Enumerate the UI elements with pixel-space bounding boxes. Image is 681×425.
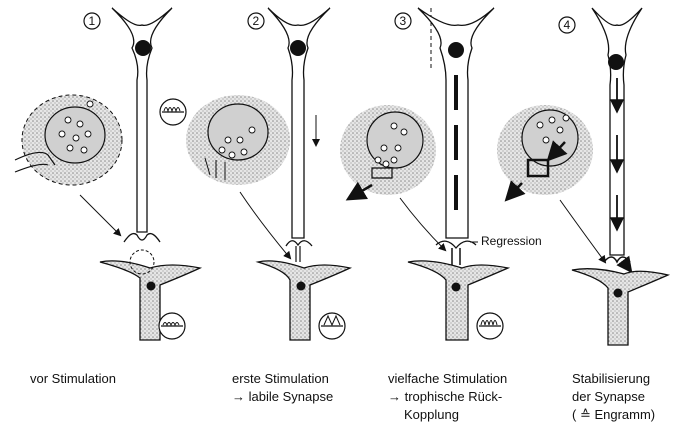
stage-4: 4	[497, 8, 668, 345]
stage-1-number: 1	[89, 14, 96, 28]
caption-stage-4: Stabilisierung der Synapse ( ≙ Engramm)	[572, 370, 655, 424]
caption-stage-3-line-2: → trophische Rück-	[388, 388, 507, 406]
caption-stage-1-line-1: vor Stimulation	[30, 370, 116, 388]
caption-stage-2-line-1: erste Stimulation	[232, 370, 333, 388]
nucleus-4-upper	[608, 54, 624, 70]
caption-stage-3: vielfache Stimulation → trophische Rück-…	[388, 370, 507, 424]
caption-stage-1: vor Stimulation	[30, 370, 116, 388]
nucleus-2-upper	[290, 40, 306, 56]
stage-4-number: 4	[564, 18, 571, 32]
caption-stage-3-line-3: Kopplung	[388, 406, 507, 424]
nucleus-3-upper	[448, 42, 464, 58]
caption-stage-2-line-2: → labile Synapse	[232, 388, 333, 406]
stage-1: 1	[15, 8, 200, 340]
caption-stage-4-line-2: der Synapse	[572, 388, 655, 406]
stage-3-number: 3	[400, 14, 407, 28]
caption-stage-4-line-3: ( ≙ Engramm)	[572, 406, 655, 424]
regression-label: Regression	[481, 234, 542, 248]
caption-stage-3-line-1: vielfache Stimulation	[388, 370, 507, 388]
stage-2: 2	[186, 8, 350, 340]
lower-neuron-4	[572, 269, 668, 345]
stage-2-number: 2	[253, 14, 260, 28]
nucleus-1-upper	[135, 40, 151, 56]
caption-stage-2: erste Stimulation → labile Synapse	[232, 370, 333, 406]
caption-stage-4-line-1: Stabilisierung	[572, 370, 655, 388]
